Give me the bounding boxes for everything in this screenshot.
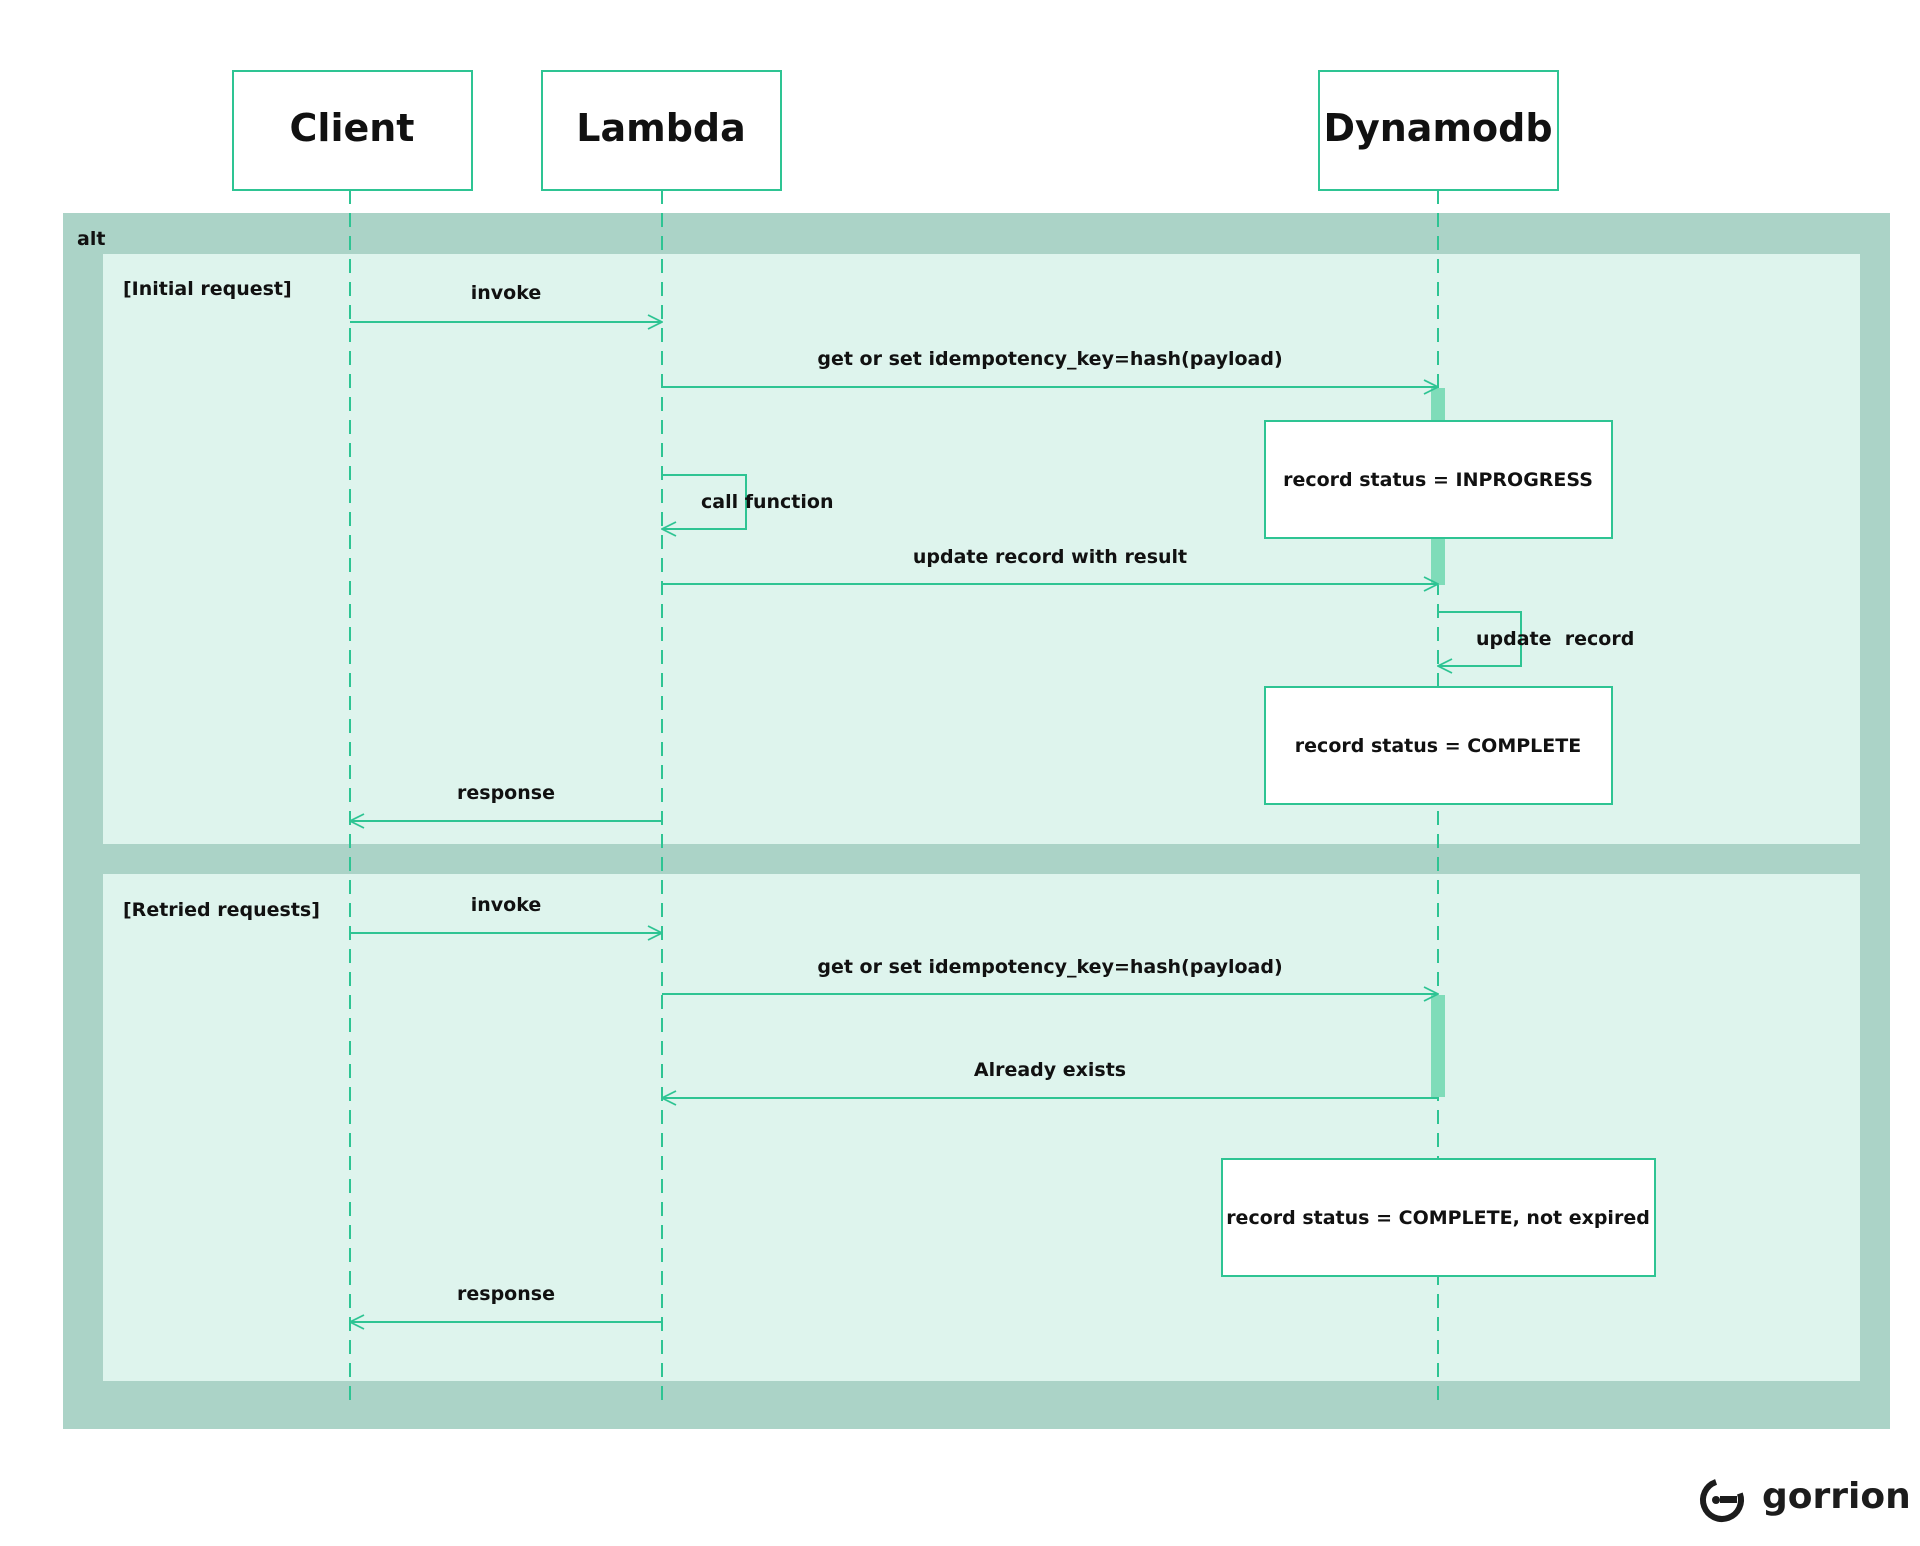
message-get-or-set-key-retried: get or set idempotency_key=hash(payload) <box>662 956 1438 994</box>
message-update-record-self-label: update record <box>1476 628 1634 650</box>
message-invoke-initial: invoke <box>350 282 662 322</box>
message-get-or-set-key-initial-label: get or set idempotency_key=hash(payload) <box>817 348 1282 370</box>
note-complete: record status = COMPLETE <box>1264 686 1613 805</box>
message-already-exists-label: Already exists <box>974 1059 1126 1081</box>
message-already-exists: Already exists <box>662 1059 1438 1098</box>
message-invoke-retried: invoke <box>350 894 662 933</box>
message-invoke-initial-label: invoke <box>471 282 542 304</box>
message-response-retried-label: response <box>457 1283 555 1305</box>
brand-name: gorrion <box>1762 1476 1911 1517</box>
actor-dynamodb-label: Dynamodb <box>1323 106 1552 150</box>
message-get-or-set-key-retried-label: get or set idempotency_key=hash(payload) <box>817 956 1282 978</box>
actor-client: Client <box>232 70 473 191</box>
alt-frame-label: alt <box>77 228 105 250</box>
brand-logo: gorrion <box>1700 1476 1911 1522</box>
message-call-function-label: call function <box>701 491 833 513</box>
alt-section-retried-requests <box>103 874 1860 1381</box>
note-inprogress: record status = INPROGRESS <box>1264 420 1613 539</box>
actor-lambda-label: Lambda <box>576 106 746 150</box>
message-response-initial-label: response <box>457 782 555 804</box>
actor-lambda: Lambda <box>541 70 782 191</box>
message-update-record-with-result: update record with result <box>662 546 1438 584</box>
message-response-initial: response <box>350 782 662 821</box>
message-update-record-with-result-label: update record with result <box>913 546 1187 568</box>
actor-dynamodb: Dynamodb <box>1318 70 1559 191</box>
note-inprogress-text: record status = INPROGRESS <box>1283 469 1593 491</box>
note-complete-text: record status = COMPLETE <box>1295 735 1581 757</box>
message-response-retried: response <box>350 1283 662 1322</box>
message-get-or-set-key-initial: get or set idempotency_key=hash(payload) <box>662 348 1438 387</box>
message-invoke-retried-label: invoke <box>471 894 542 916</box>
alt-section-initial-request-label: [Initial request] <box>123 278 292 300</box>
note-complete-not-expired: record status = COMPLETE, not expired <box>1221 1158 1656 1277</box>
note-complete-not-expired-text: record status = COMPLETE, not expired <box>1226 1207 1650 1229</box>
activation-dynamodb-retried <box>1431 995 1445 1097</box>
alt-section-retried-requests-label: [Retried requests] <box>123 899 320 921</box>
actor-client-label: Client <box>290 106 415 150</box>
message-update-record-self: update record <box>1438 611 1634 666</box>
gorrion-logo-icon <box>1700 1478 1744 1522</box>
message-call-function: call function <box>662 474 833 529</box>
